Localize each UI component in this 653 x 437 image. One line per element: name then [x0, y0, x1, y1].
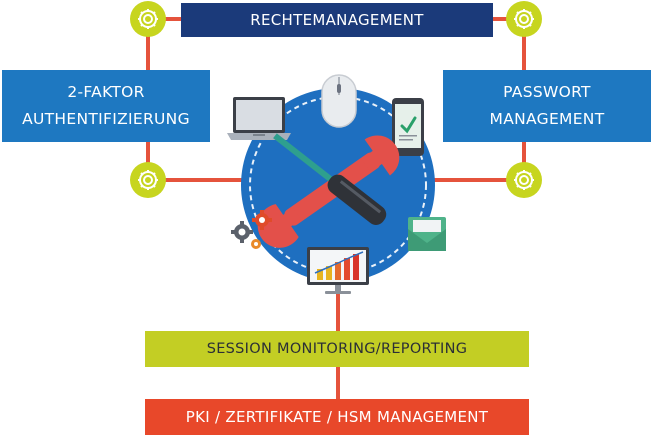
- mouse-icon: [321, 74, 357, 128]
- session-monitoring-label: SESSION MONITORING/REPORTING: [206, 341, 468, 357]
- two-factor-label-line2: AUTHENTIFIZIERUNG: [22, 110, 190, 128]
- rechtemanagement-box: RECHTEMANAGEMENT: [181, 3, 493, 37]
- two-factor-label-line1: 2-FAKTOR: [67, 83, 145, 101]
- smartphone-icon: [392, 98, 424, 156]
- two-factor-box: 2-FAKTOR AUTHENTIFIZIERUNG: [2, 70, 210, 142]
- laptop-icon: [227, 97, 291, 140]
- gear-icon-mid-right: [506, 162, 542, 198]
- passwort-label-line2: MANAGEMENT: [489, 110, 605, 128]
- gear-icon-mid-left: [130, 162, 166, 198]
- gear-icon: [138, 9, 158, 29]
- gear-icon: [514, 170, 534, 190]
- cogs-icon: [231, 210, 272, 249]
- rechtemanagement-label: RECHTEMANAGEMENT: [250, 11, 424, 29]
- gear-icon-top-left: [130, 1, 166, 37]
- screwdriver-icon: [273, 133, 387, 225]
- session-monitoring-box: SESSION MONITORING/REPORTING: [145, 331, 529, 367]
- gear-icon: [514, 9, 534, 29]
- passwort-label-line1: PASSWORT: [503, 83, 591, 101]
- passwort-box: PASSWORT MANAGEMENT: [443, 70, 651, 142]
- chart-monitor-icon: [307, 247, 369, 294]
- pki-label: PKI / ZERTIFIKATE / HSM MANAGEMENT: [185, 408, 489, 426]
- gear-icon: [138, 170, 158, 190]
- gear-icon-top-right: [506, 1, 542, 37]
- pki-box: PKI / ZERTIFIKATE / HSM MANAGEMENT: [145, 399, 529, 435]
- envelope-icon: [408, 217, 446, 251]
